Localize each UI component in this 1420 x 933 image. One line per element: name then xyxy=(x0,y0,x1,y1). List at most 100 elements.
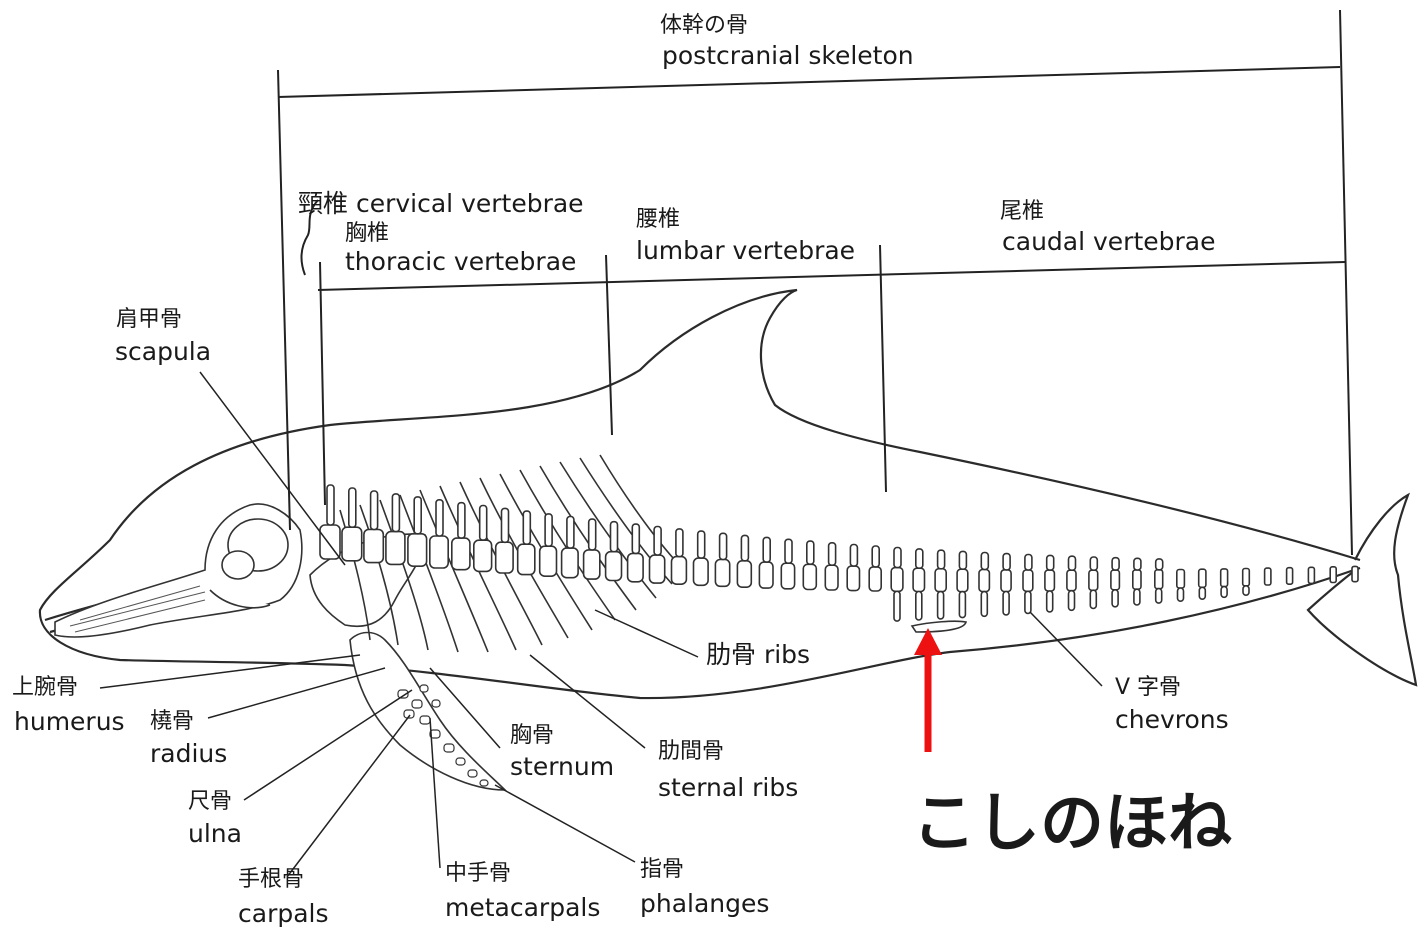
chevron xyxy=(981,592,987,617)
label-lumbar: 腰椎 lumbar vertebrae xyxy=(636,207,855,265)
vertebra xyxy=(913,568,924,591)
vertebral-spine xyxy=(741,535,748,560)
vertebra xyxy=(650,555,665,583)
vertebra xyxy=(1133,570,1141,589)
vertebral-spine xyxy=(894,548,901,568)
vertebra xyxy=(386,532,405,565)
vertebra xyxy=(540,546,557,576)
vertebral-spine xyxy=(829,543,836,565)
vertebral-spine xyxy=(785,539,792,563)
vertebra xyxy=(1001,570,1011,592)
vertebral-spine xyxy=(632,524,639,553)
vertebra xyxy=(891,568,903,592)
label-radius-jp: 橈骨 xyxy=(150,709,194,734)
vertebral-spine xyxy=(959,551,966,569)
label-metacarpals-jp: 中手骨 xyxy=(445,861,511,886)
vertebral-spine xyxy=(480,506,487,541)
chevron xyxy=(1221,587,1227,598)
vertebral-spine xyxy=(458,503,465,538)
chevron xyxy=(1025,591,1031,613)
vertebra xyxy=(474,540,492,571)
vertebral-spine xyxy=(502,508,509,542)
label-lumbar-en: lumbar vertebrae xyxy=(636,236,855,265)
bracket-lines xyxy=(278,10,1352,555)
vertebra xyxy=(628,553,644,581)
vertebra xyxy=(737,561,751,587)
label-phalanges-en: phalanges xyxy=(640,889,769,918)
vertebra xyxy=(1067,570,1076,591)
vertebra xyxy=(957,569,968,592)
vertebral-spine xyxy=(392,494,399,532)
label-caudal-en: caudal vertebrae xyxy=(1002,227,1215,256)
vertebral-spine xyxy=(414,497,421,534)
label-ribs: 肋骨 ribs xyxy=(706,640,810,669)
vertebral-spine xyxy=(872,546,879,567)
vertebral-spine xyxy=(436,500,443,536)
red-annotation-label: こしのほね xyxy=(912,787,1232,861)
label-scapula-en: scapula xyxy=(115,337,211,366)
vertebra xyxy=(584,550,600,579)
vertebral-spine xyxy=(763,537,770,562)
vertebra xyxy=(1045,570,1055,591)
vertebra xyxy=(1023,570,1033,591)
label-humerus-jp: 上腕骨 xyxy=(12,675,78,700)
label-ulna: 尺骨 ulna xyxy=(188,789,242,848)
vertebra xyxy=(1221,569,1228,587)
chevron xyxy=(1003,592,1009,615)
label-thoracic-en: thoracic vertebrae xyxy=(345,247,576,276)
vertebra xyxy=(1265,568,1271,585)
vertebral-spine xyxy=(1069,556,1076,570)
vertebral-spine xyxy=(981,553,988,570)
vertebral-spine xyxy=(1025,555,1032,571)
label-scapula-jp: 肩甲骨 xyxy=(116,307,182,332)
label-thoracic: 胸椎 thoracic vertebrae xyxy=(345,221,576,276)
vertebra xyxy=(364,529,383,562)
vertebra xyxy=(803,564,816,589)
vertebra xyxy=(759,562,773,588)
vertebral-spine xyxy=(720,533,727,559)
vertebra xyxy=(1243,569,1250,586)
vertebra xyxy=(562,548,579,578)
vertebra xyxy=(452,538,470,570)
chevron xyxy=(1156,589,1162,604)
label-sternum-en: sternum xyxy=(510,752,614,781)
label-sternum-jp: 胸骨 xyxy=(510,723,554,748)
vertebral-spine xyxy=(1090,557,1097,570)
vertebra xyxy=(606,552,622,581)
label-caudal-jp: 尾椎 xyxy=(1000,199,1044,224)
label-ulna-jp: 尺骨 xyxy=(188,789,232,814)
skull xyxy=(55,504,302,637)
vertebral-spine xyxy=(1003,554,1010,570)
vertebra xyxy=(1199,569,1206,587)
chevron xyxy=(894,591,900,621)
label-ulna-en: ulna xyxy=(188,819,242,848)
vertebra xyxy=(496,542,513,573)
vertebral-spine xyxy=(676,529,683,557)
label-postcranial-en: postcranial skeleton xyxy=(662,41,914,70)
label-postcranial: 体幹の骨 postcranial skeleton xyxy=(660,13,914,70)
vertebral-spine xyxy=(916,549,923,568)
vertebra xyxy=(1177,570,1185,589)
vertebra xyxy=(672,557,687,585)
label-carpals: 手根骨 carpals xyxy=(238,867,329,928)
vertebra xyxy=(869,567,881,591)
label-sternal-ribs: 肋間骨 sternal ribs xyxy=(658,739,798,802)
vertebral-spine xyxy=(349,488,356,527)
label-cervical: 頸椎 cervical vertebrae xyxy=(298,189,584,218)
pelvic-bone xyxy=(912,621,966,632)
vertebral-spine xyxy=(589,519,596,550)
dolphin-body-outline xyxy=(40,290,1416,698)
label-chevrons: V 字骨 chevrons xyxy=(1115,675,1229,734)
label-sternal-ribs-jp: 肋間骨 xyxy=(658,739,724,764)
vertebral-spine xyxy=(1112,558,1119,570)
chevron xyxy=(1243,586,1249,595)
vertebral-spine xyxy=(523,511,530,544)
chevron xyxy=(1069,591,1075,611)
chevron xyxy=(1112,590,1118,607)
chevron xyxy=(1090,590,1096,608)
label-carpals-jp: 手根骨 xyxy=(238,867,304,892)
red-annotation: こしのほね xyxy=(912,628,1232,861)
vertebral-spine xyxy=(371,491,378,530)
chevron xyxy=(1134,589,1140,605)
chevron xyxy=(1199,587,1205,599)
